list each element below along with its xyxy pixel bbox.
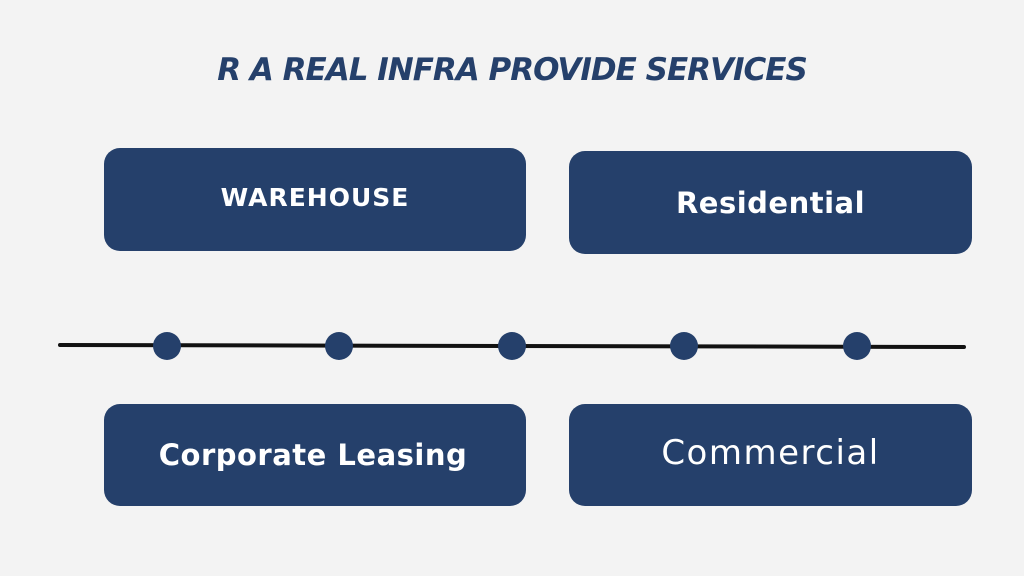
service-card-residential: Residential: [569, 151, 972, 254]
timeline-dot-1: [153, 332, 181, 360]
service-card-warehouse: WAREHOUSE: [104, 148, 526, 251]
service-card-corporate-leasing: Corporate Leasing: [104, 404, 526, 506]
timeline-dot-4: [670, 332, 698, 360]
service-label-commercial: Commercial: [661, 433, 880, 473]
page-title: R A REAL INFRA PROVIDE SERVICES: [217, 52, 808, 88]
timeline-dot-3: [498, 332, 526, 360]
service-label-residential: Residential: [675, 185, 866, 220]
timeline-dot-2: [325, 332, 353, 360]
service-label-warehouse: WAREHOUSE: [220, 183, 410, 212]
timeline-dot-5: [843, 332, 871, 360]
service-label-corporate-leasing: Corporate Leasing: [158, 438, 468, 472]
service-card-commercial: Commercial: [569, 404, 972, 506]
